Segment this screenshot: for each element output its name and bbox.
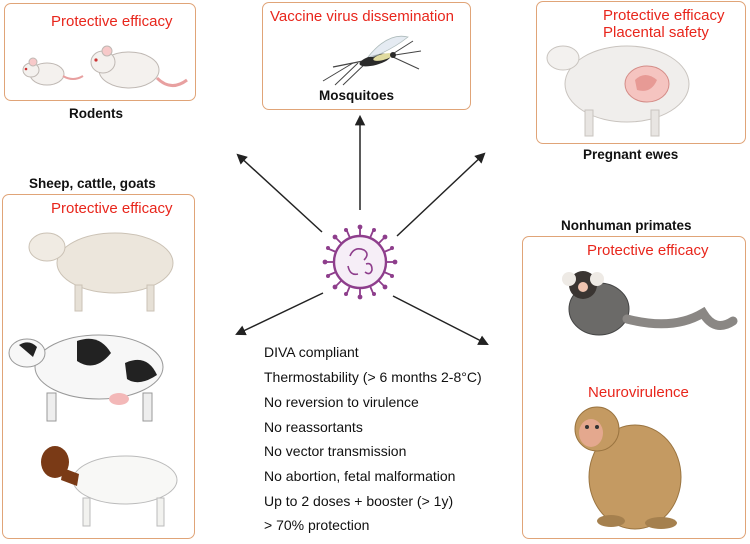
arrow-to-ruminants — [235, 292, 324, 336]
mosquitoes-label: Mosquitoes — [319, 88, 395, 103]
feature-item: > 70% protection — [264, 517, 370, 533]
ewes-tag-2: Placental safety — [603, 24, 709, 41]
ruminants-tag: Protective efficacy — [51, 200, 173, 217]
feature-item: Thermostability (> 6 months 2-8°C) — [264, 369, 482, 385]
primates-label: Nonhuman primates — [561, 218, 692, 233]
mosquitoes-tag: Vaccine virus dissemination — [270, 8, 454, 25]
feature-item: No abortion, fetal malformation — [264, 468, 456, 484]
mosquitoes-panel: Vaccine virus dissemination Mosquitoes — [262, 2, 471, 110]
cow-icon — [8, 334, 164, 422]
mosquito-icon — [322, 35, 422, 86]
feature-item: DIVA compliant — [264, 344, 359, 360]
virus-icon — [322, 224, 398, 300]
rodents-panel: Protective efficacy — [4, 3, 196, 101]
goat-icon — [41, 446, 178, 527]
primates-tag-2: Neurovirulence — [588, 384, 689, 401]
ruminants-panel: Protective efficacy — [2, 194, 195, 539]
arrow-to-primates — [392, 295, 489, 345]
marmoset-icon — [562, 271, 738, 336]
feature-item: No vector transmission — [264, 443, 407, 459]
ewes-tag-1: Protective efficacy — [603, 7, 725, 24]
feature-item: Up to 2 doses + booster (> 1y) — [264, 493, 454, 509]
feature-item: No reversion to virulence — [264, 394, 419, 410]
mouse-rat-icon — [22, 45, 188, 89]
pregnant-sheep-icon — [546, 45, 690, 137]
primates-tag-1: Protective efficacy — [587, 242, 709, 259]
feature-item: No reassortants — [264, 419, 363, 435]
rodents-label: Rodents — [69, 106, 123, 121]
arrow-to-rodents — [236, 153, 323, 233]
primates-panel: Protective efficacy Neurovirulence — [522, 236, 746, 539]
rodents-tag: Protective efficacy — [51, 13, 173, 30]
arrow-to-ewes — [396, 152, 486, 237]
ewes-label: Pregnant ewes — [583, 147, 679, 162]
ruminants-label: Sheep, cattle, goats — [29, 176, 156, 191]
macaque-icon — [574, 406, 682, 530]
sheep-icon — [28, 232, 174, 312]
ewes-panel: Protective efficacy Placental safety — [536, 1, 746, 144]
